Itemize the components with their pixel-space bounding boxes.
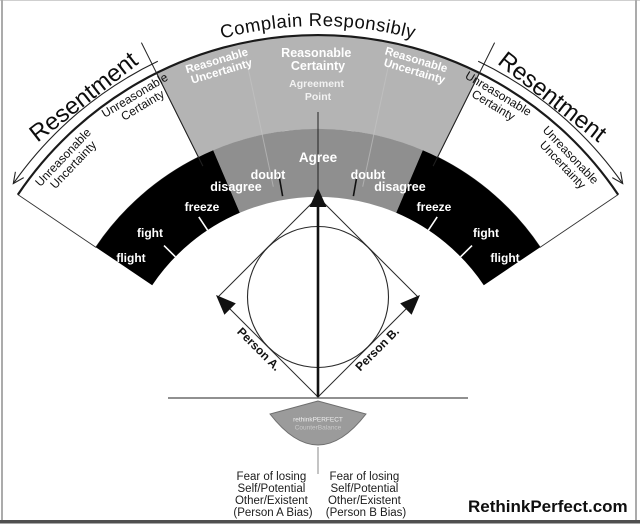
freeze-tick-left bbox=[198, 216, 209, 231]
fight-label-left: fight bbox=[137, 226, 163, 240]
agree-label: Agree bbox=[299, 150, 338, 165]
doubt-tick-right bbox=[352, 174, 358, 197]
doubt-label-left: doubt bbox=[251, 168, 287, 182]
flight-label-right: flight bbox=[490, 251, 519, 265]
resentment-arrowhead-right bbox=[612, 171, 624, 185]
person-a-arrowhead bbox=[216, 295, 236, 315]
border-right bbox=[635, 0, 637, 523]
fight-tick-left bbox=[163, 245, 176, 258]
outer-band-light-gray-sector bbox=[156, 34, 480, 158]
resentment-arrow-arc-right bbox=[477, 60, 624, 184]
outer-arc-outline bbox=[16, 34, 620, 196]
website-label: RethinkPerfect.com bbox=[468, 497, 628, 516]
freeze-tick-right bbox=[427, 216, 438, 231]
freeze-label-left: freeze bbox=[185, 200, 220, 214]
reasonable-certainty-label: Reasonable Certainty bbox=[281, 46, 355, 73]
logo-fan-shape bbox=[269, 400, 367, 446]
person-b-arrowhead bbox=[400, 295, 420, 315]
doubt-label-right: doubt bbox=[351, 168, 387, 182]
border-left bbox=[1, 0, 3, 523]
flight-label-left: flight bbox=[116, 251, 145, 265]
resentment-arrow-arc-left bbox=[12, 60, 159, 184]
person-b-bias-text: Fear of losing Self/Potential Other/Exis… bbox=[326, 471, 407, 519]
inner-band-black-left bbox=[95, 150, 240, 286]
fight-tick-right bbox=[460, 245, 473, 258]
disagree-label-right: disagree bbox=[374, 180, 425, 194]
border-bottom bbox=[0, 520, 640, 524]
up-arrowhead bbox=[309, 188, 327, 207]
resentment-arrowhead-left bbox=[12, 171, 24, 185]
doubt-tick-left bbox=[278, 174, 284, 197]
fight-label-right: fight bbox=[473, 226, 499, 240]
person-b-label: Person B. bbox=[352, 324, 402, 374]
border-top bbox=[0, 0, 640, 1]
sector-separator-right bbox=[362, 49, 393, 187]
freeze-label-right: freeze bbox=[417, 200, 452, 214]
logo-fan-line2: CounterBalance bbox=[295, 425, 342, 432]
inner-band-black-right bbox=[396, 150, 541, 286]
disagree-label-left: disagree bbox=[210, 180, 261, 194]
sector-separator-left bbox=[243, 49, 274, 187]
logo-fan-line1: rethinkPERFECT bbox=[293, 417, 343, 424]
person-a-label: Person A. bbox=[234, 325, 283, 374]
person-a-bias-text: Fear of losing Self/Potential Other/Exis… bbox=[233, 471, 312, 519]
boundary-line-right bbox=[432, 42, 496, 167]
boundary-line-left bbox=[140, 42, 204, 167]
agreement-point-label: Agreement Point bbox=[289, 78, 347, 103]
